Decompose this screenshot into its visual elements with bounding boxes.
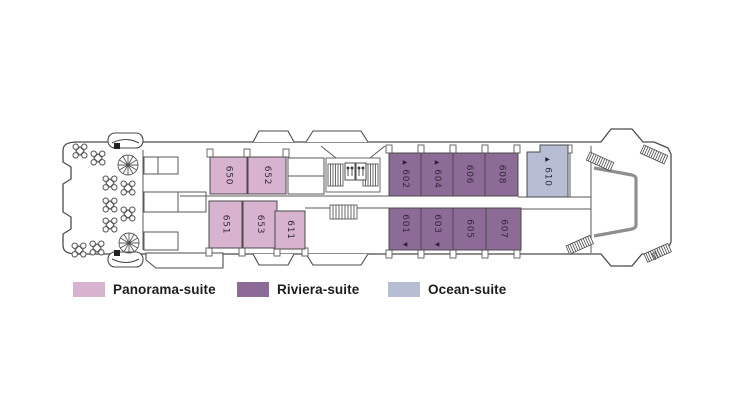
- lifeboat-icon: [107, 251, 144, 268]
- cabin-number: 651: [221, 215, 231, 235]
- deck-table-icon: [102, 217, 118, 233]
- legend-item-panorama: Panorama-suite: [73, 281, 216, 297]
- triangle-marker-icon: ▶: [435, 159, 440, 166]
- cabin-room: [208, 200, 243, 249]
- cabin-number: 604: [432, 169, 442, 189]
- lifeboat-icon: [107, 132, 144, 149]
- deck-table-icon: [90, 150, 106, 166]
- cabin-room: [526, 144, 569, 198]
- cabin-number: 605: [465, 219, 475, 239]
- triangle-marker-icon: ▶: [545, 156, 550, 163]
- cabin-room: [420, 152, 454, 197]
- deck-table-icon: [120, 180, 136, 196]
- cabin-604[interactable]: ▶ 604: [420, 152, 454, 197]
- cabin-602[interactable]: ▶ 602: [388, 152, 422, 197]
- cabin-607[interactable]: 607: [485, 207, 522, 251]
- ocean-swatch: [388, 281, 420, 297]
- elevator-icon: [355, 162, 367, 181]
- cabin-room: [209, 156, 248, 195]
- cabin-room: [274, 210, 306, 250]
- legend-item-ocean: Ocean-suite: [388, 281, 506, 297]
- cabin-number: 601: [400, 214, 410, 234]
- cabin-room: [484, 152, 519, 197]
- cabin-608[interactable]: 608: [484, 152, 519, 197]
- cabin-room: [247, 156, 287, 195]
- triangle-marker-icon: ▶: [403, 159, 408, 166]
- legend-label: Riviera-suite: [277, 281, 360, 297]
- cabin-number: 610: [543, 167, 553, 187]
- cabin-number: 611: [285, 220, 295, 240]
- cabin-room: [452, 152, 486, 197]
- deck-table-icon: [72, 143, 88, 159]
- cabin-room: [485, 207, 522, 251]
- panorama-swatch: [73, 281, 105, 297]
- cabin-603[interactable]: 603 ◀: [420, 207, 454, 251]
- legend-item-riviera: Riviera-suite: [237, 281, 359, 297]
- cabin-653[interactable]: 653: [242, 200, 278, 249]
- legend-label: Ocean-suite: [428, 281, 507, 297]
- cabin-611[interactable]: 611: [274, 210, 306, 250]
- deck-table-icon: [102, 175, 118, 191]
- cabin-number: 606: [464, 165, 474, 185]
- cabin-number: 607: [499, 219, 509, 239]
- cabin-652[interactable]: 652: [247, 156, 287, 195]
- stairs-icon: [329, 204, 358, 220]
- cabin-number: 653: [255, 215, 265, 235]
- cabin-number: 650: [224, 166, 234, 186]
- legend: Panorama-suite Riviera-suite Ocean-suite: [0, 281, 750, 297]
- riviera-swatch: [237, 281, 269, 297]
- cabin-601[interactable]: 601 ◀: [388, 207, 422, 251]
- cabin-number: 603: [432, 214, 442, 234]
- cabin-606[interactable]: 606: [452, 152, 486, 197]
- spiral-staircase-icon: [117, 154, 139, 176]
- spiral-staircase-icon: [118, 232, 140, 254]
- cabin-610[interactable]: ▶ 610: [526, 144, 569, 198]
- triangle-marker-icon: ◀: [403, 241, 408, 248]
- triangle-marker-icon: ◀: [435, 241, 440, 248]
- balcony-divider: [205, 144, 573, 259]
- cabin-number: 602: [400, 169, 410, 189]
- cabin-number: 652: [262, 166, 272, 186]
- elevator-icon: [344, 162, 356, 181]
- cabin-room: [420, 207, 454, 251]
- vent-marker: [651, 249, 662, 261]
- cabin-605[interactable]: 605: [452, 207, 487, 251]
- deck-table-icon: [89, 240, 105, 256]
- cabin-number: 608: [497, 165, 507, 185]
- cabin-651[interactable]: 651: [208, 200, 243, 249]
- stern-deck-outline: [593, 166, 638, 238]
- cabin-room: [388, 152, 422, 197]
- cabin-room: [242, 200, 278, 249]
- cabin-650[interactable]: 650: [209, 156, 248, 195]
- deckhouse-outline: [252, 130, 369, 266]
- deck-table-icon: [102, 197, 118, 213]
- deck-table-icon: [120, 206, 136, 222]
- davit-marker: [114, 250, 120, 256]
- deck-table-icon: [71, 242, 87, 258]
- davit-marker: [114, 143, 120, 149]
- legend-label: Panorama-suite: [113, 281, 216, 297]
